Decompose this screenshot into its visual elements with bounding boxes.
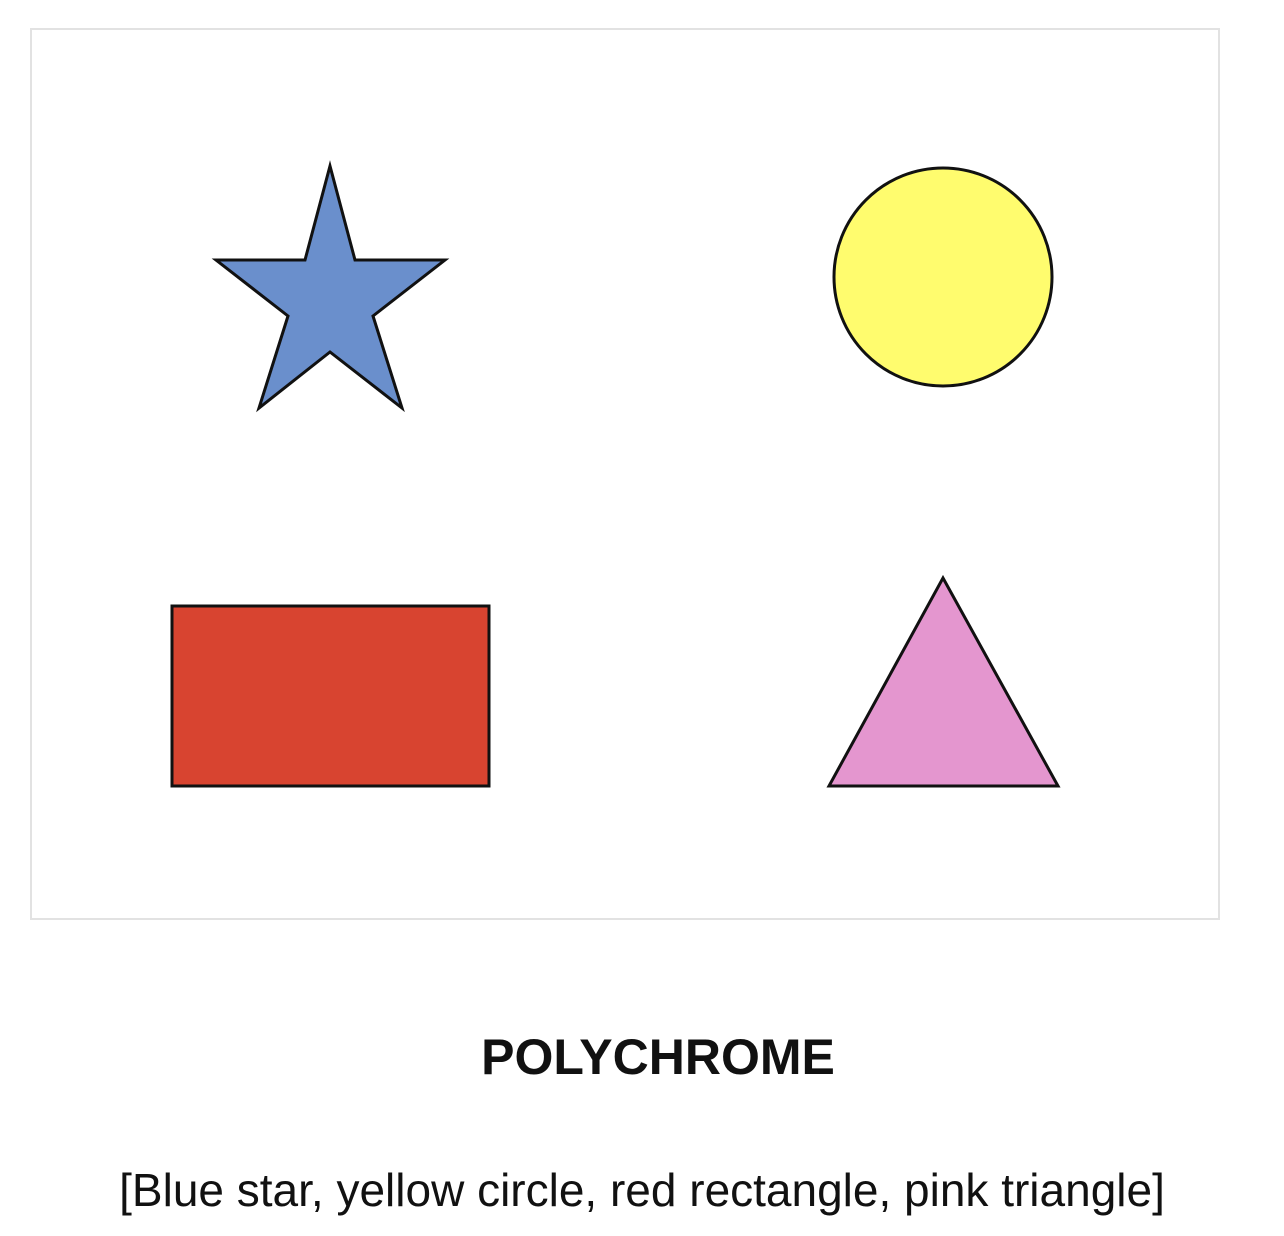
- star-shape: [211, 160, 450, 413]
- diagram-caption: [Blue star, yellow circle, red rectangle…: [119, 1164, 1165, 1216]
- triangle-shape: [826, 574, 1061, 788]
- rectangle-shape: [170, 604, 491, 788]
- diagram-title: POLYCHROME: [481, 1029, 835, 1085]
- circle-shape: [832, 166, 1054, 388]
- shapes-canvas: [170, 160, 1061, 788]
- shapes-panel: [30, 28, 1220, 920]
